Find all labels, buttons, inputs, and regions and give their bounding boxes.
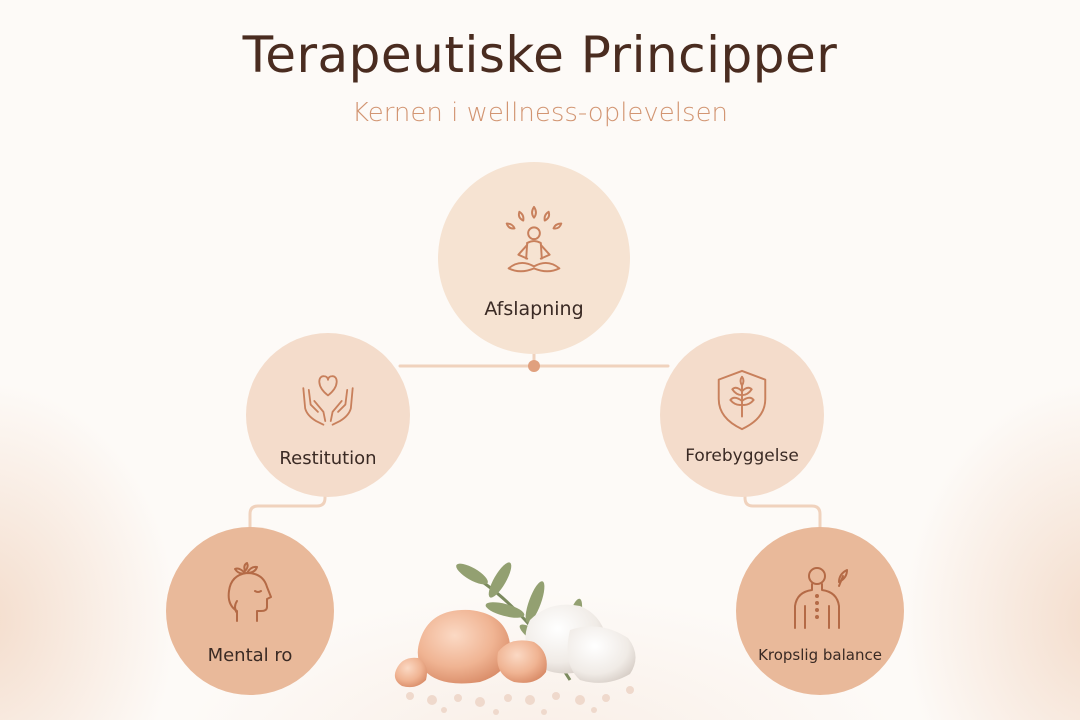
shield-leaf-icon <box>717 369 767 431</box>
connector-junction-dot <box>528 360 540 372</box>
page-subtitle: Kernen i wellness-oplevelsen <box>351 98 729 128</box>
pink-salt-stone-large <box>417 609 511 684</box>
salt-stones-illustration <box>394 562 636 715</box>
meditation-icon <box>505 205 563 273</box>
pink-salt-stone-small <box>497 640 547 683</box>
node-label: Afslapning <box>484 298 584 320</box>
node-kropslig-balance: Kropslig balance <box>736 527 904 695</box>
heart-hands-icon <box>302 374 354 426</box>
page-title: Terapeutiske Principper <box>242 26 838 84</box>
pink-salt-stone-left <box>394 657 427 688</box>
node-afslapning: Afslapning <box>438 162 630 354</box>
node-label: Restitution <box>279 447 377 469</box>
mind-head-icon <box>227 561 272 622</box>
node-label: Mental ro <box>207 644 293 666</box>
connector-right-down <box>743 488 822 532</box>
body-back-icon <box>794 567 848 629</box>
node-label: Forebyggelse <box>685 446 799 466</box>
node-forebyggelse: Forebyggelse <box>660 333 824 497</box>
node-mental-ro: Mental ro <box>166 527 334 695</box>
node-restitution: Restitution <box>246 333 410 497</box>
white-salt-stone-2 <box>567 626 636 683</box>
salt-crystals <box>406 686 634 715</box>
node-label: Kropslig balance <box>758 646 882 664</box>
connector-left-down <box>248 488 327 532</box>
